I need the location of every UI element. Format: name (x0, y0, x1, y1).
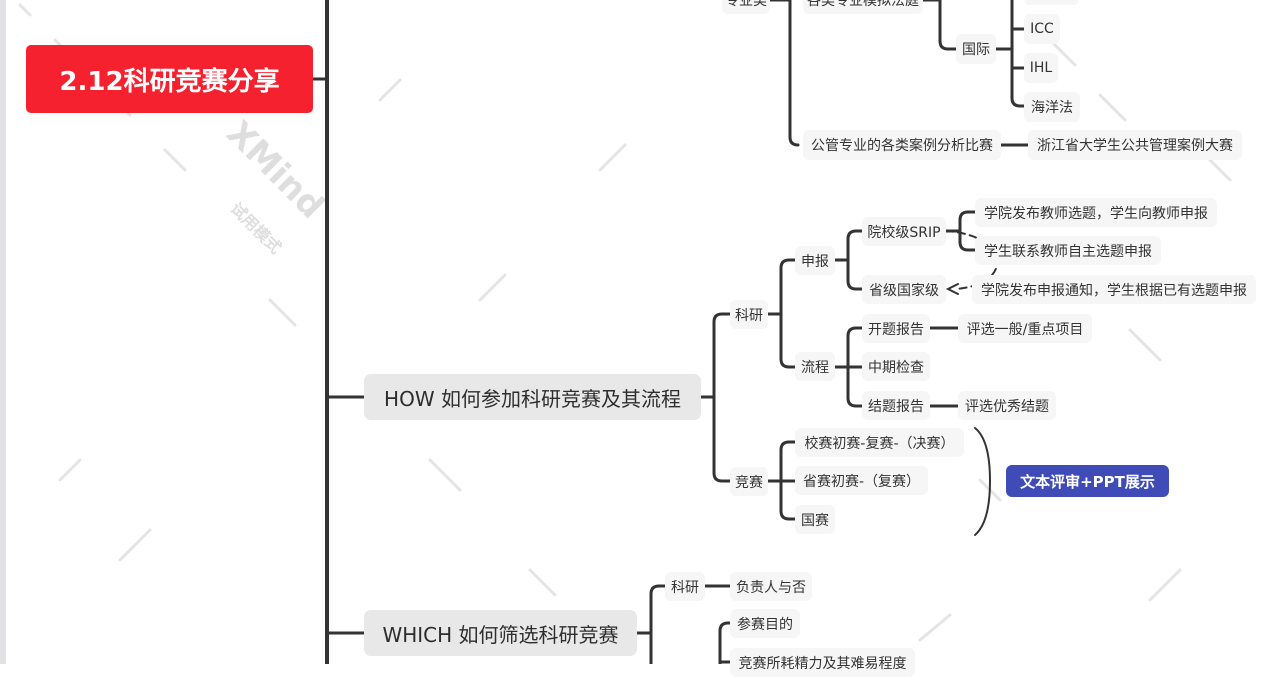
topic-midterm-check[interactable]: 中期检查 (862, 352, 930, 381)
topic-which-research[interactable]: 科研 (665, 572, 705, 601)
topic-srip-item-1[interactable]: 学院发布教师选题，学生向教师申报 (975, 198, 1217, 227)
topic-how[interactable]: HOW 如何参加科研竞赛及其流程 (364, 374, 701, 420)
window-edge (0, 0, 6, 664)
topic-category[interactable]: 专业类 (722, 0, 770, 14)
topic-zhejiang-case[interactable]: 浙江省大学生公共管理案例大赛 (1028, 130, 1242, 160)
topic-national[interactable]: 省级国家级 (862, 275, 946, 304)
topic-opening-note[interactable]: 评选一般/重点项目 (958, 314, 1092, 343)
topic-effort-difficulty[interactable]: 竞赛所耗精力及其难易程度 (730, 648, 915, 677)
topic-process[interactable]: 流程 (795, 352, 835, 381)
topic-province-comp[interactable]: 省赛初赛-（复赛） (795, 466, 928, 495)
topic-national-comp[interactable]: 国赛 (795, 505, 835, 534)
topic-icc[interactable]: ICC (1024, 14, 1060, 44)
topic-purpose[interactable]: 参赛目的 (730, 609, 800, 638)
topic-lead-or-not[interactable]: 负责人与否 (730, 572, 812, 601)
topic-partial[interactable] (1024, 0, 1079, 5)
topic-srip-item-2[interactable]: 学生联系教师自主选题申报 (975, 236, 1161, 265)
topic-which[interactable]: WHICH 如何筛选科研竞赛 (364, 610, 637, 656)
root-topic[interactable]: 2.12科研竞赛分享 (26, 45, 313, 113)
topic-international[interactable]: 国际 (956, 34, 996, 64)
topic-moot-court[interactable]: 各类专业模拟法庭 (803, 0, 923, 14)
topic-public-admin[interactable]: 公管专业的各类案例分析比赛 (803, 130, 1001, 160)
topic-srip[interactable]: 院校级SRIP (862, 217, 946, 246)
topic-school-comp[interactable]: 校赛初赛-复赛-（决赛） (795, 428, 964, 457)
topic-competition[interactable]: 竞赛 (730, 467, 768, 496)
topic-closing-report[interactable]: 结题报告 (862, 391, 930, 420)
topic-national-item[interactable]: 学院发布申报通知，学生根据已有选题申报 (972, 275, 1256, 304)
topic-law-of-sea[interactable]: 海洋法 (1024, 92, 1080, 122)
topic-closing-note[interactable]: 评选优秀结题 (958, 391, 1056, 420)
topic-ihl[interactable]: IHL (1024, 53, 1058, 83)
topic-opening-report[interactable]: 开题报告 (862, 314, 930, 343)
summary-topic[interactable]: 文本评审+PPT展示 (1006, 465, 1169, 497)
topic-how-research[interactable]: 科研 (730, 300, 768, 329)
topic-apply[interactable]: 申报 (795, 246, 835, 275)
